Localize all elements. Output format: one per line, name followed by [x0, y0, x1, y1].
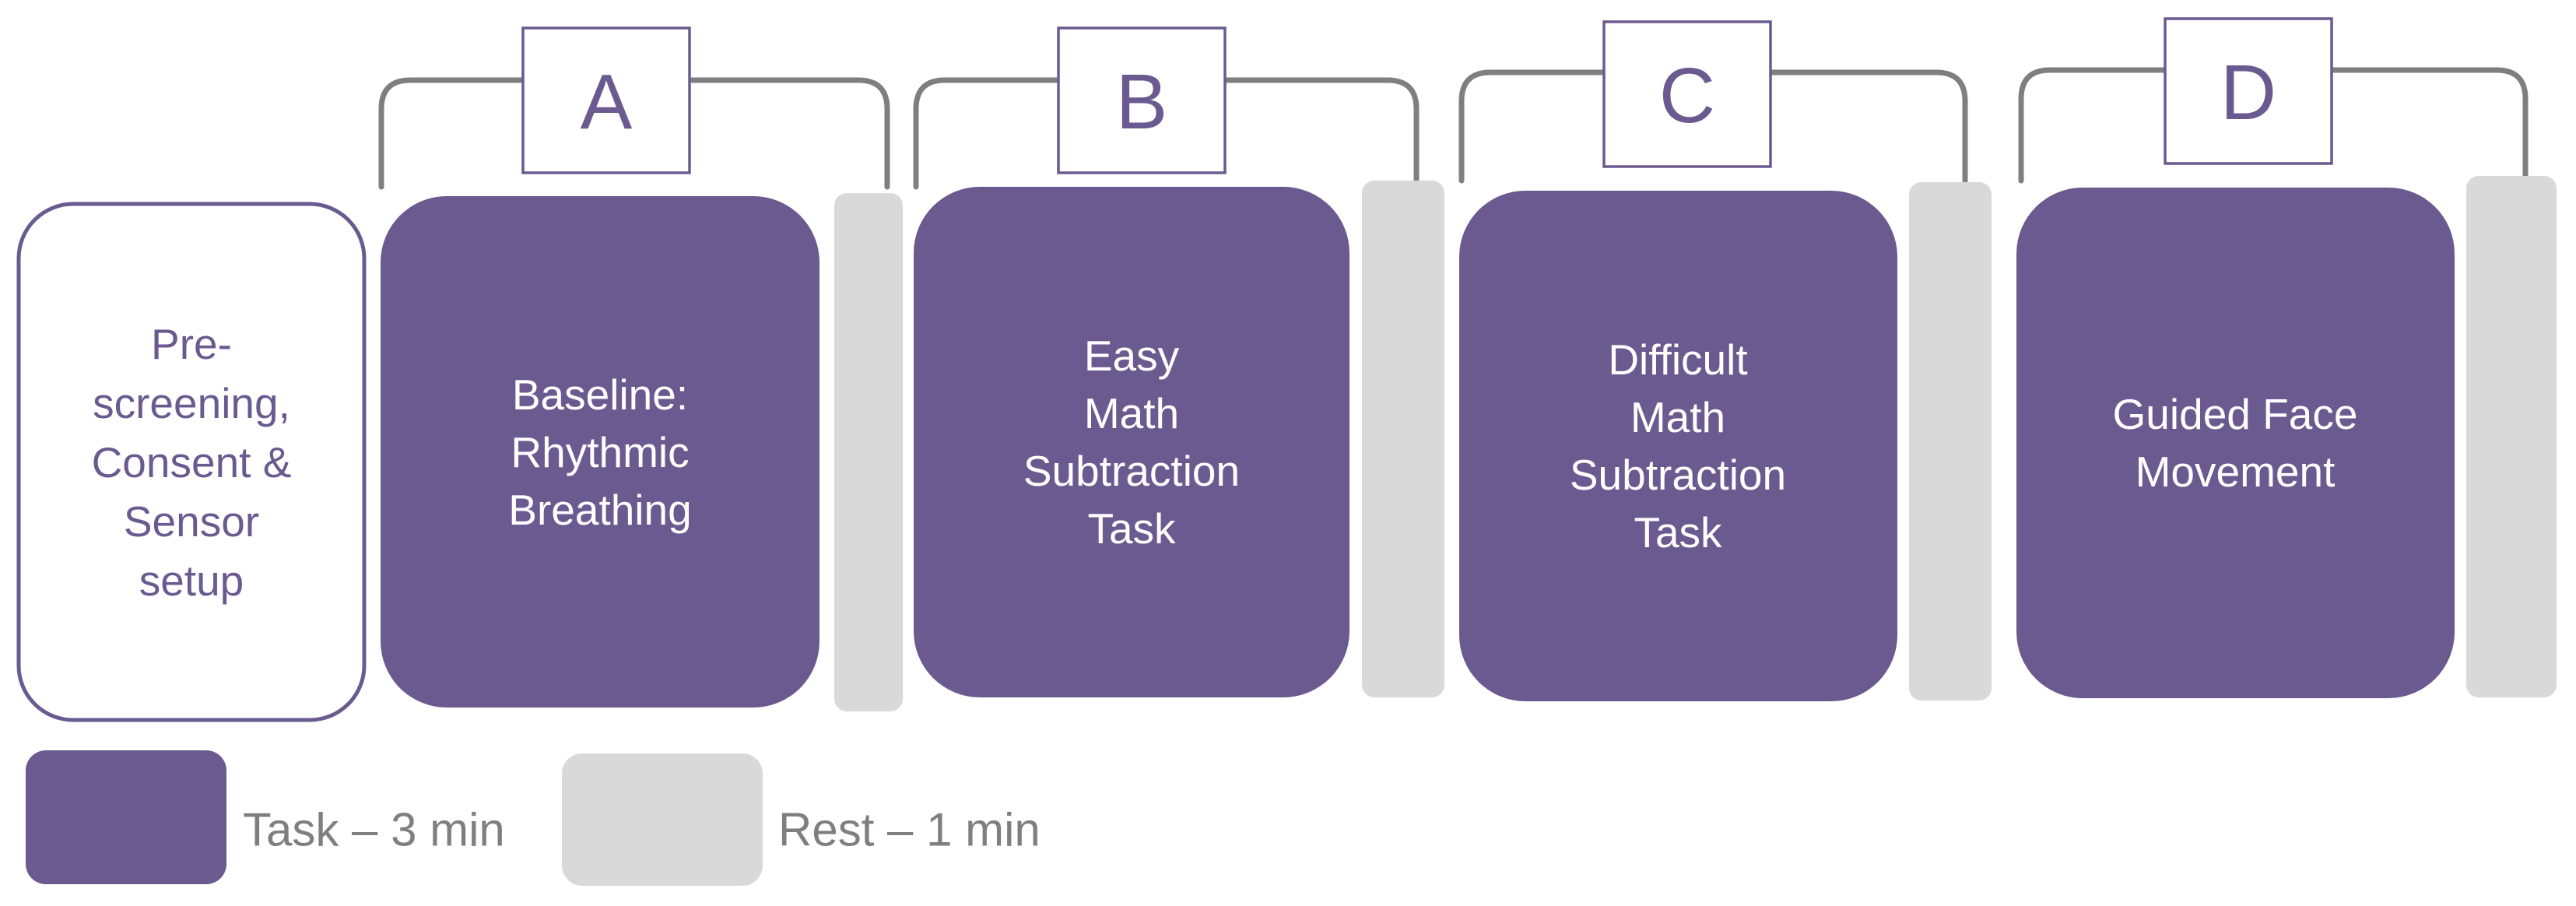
phase-d-task-line: Movement: [2136, 448, 2336, 496]
phase-c-task-line: Math: [1630, 393, 1725, 441]
phase-c-task-line: Subtraction: [1570, 451, 1786, 499]
prescreen-line: Pre-: [151, 320, 232, 368]
phase-b-task-line: Subtraction: [1023, 447, 1240, 495]
phase-b-task-line: Task: [1087, 504, 1176, 553]
phase-b-task: Easy Math Subtraction Task: [914, 187, 1349, 697]
legend-rest-swatch: [562, 753, 763, 886]
prescreen-line: screening,: [93, 379, 290, 427]
phase-c-letter: C: [1659, 52, 1715, 139]
phase-b-task-line: Math: [1084, 389, 1179, 437]
phase-a-header: A: [521, 26, 691, 174]
phase-c-task-line: Difficult: [1608, 335, 1747, 384]
phase-a-letter: A: [581, 58, 633, 146]
prescreen-line: Consent &: [92, 438, 292, 486]
phase-d-task-box: [2016, 188, 2455, 698]
phase-d-task-line: Guided Face: [2113, 390, 2358, 438]
phase-c-letter-box: [1602, 20, 1772, 168]
phase-b-header: B: [1057, 26, 1227, 174]
phase-c-rest-box: [1909, 182, 1992, 701]
legend: Task – 3 min Rest – 1 min: [26, 750, 1041, 886]
prescreen-line: setup: [139, 557, 244, 605]
phase-b-rest-box: [1362, 181, 1444, 697]
prescreen-box: [16, 202, 367, 722]
prescreen-line: Sensor: [124, 497, 259, 546]
phase-a-task-line: Baseline:: [512, 370, 688, 419]
phase-d-letter-box: [2164, 17, 2333, 165]
phase-d-header: D: [2164, 17, 2333, 165]
phase-c-task-line: Task: [1634, 508, 1722, 557]
phase-b-letter: B: [1116, 58, 1168, 146]
phase-a-rest-box: [834, 193, 903, 711]
phase-a-task-box: [381, 196, 819, 708]
phase-a-task-line: Breathing: [508, 486, 691, 534]
phase-a-task: Baseline: Rhythmic Breathing: [381, 196, 819, 708]
phase-c-task: Difficult Math Subtraction Task: [1459, 191, 1897, 701]
phase-a-task-line: Rhythmic: [511, 428, 689, 476]
legend-task-swatch: [26, 750, 226, 884]
phase-d-task: Guided Face Movement: [2016, 188, 2455, 698]
phase-c-task-box: [1459, 191, 1897, 701]
prescreen-step: Pre- screening, Consent & Sensor setup: [16, 202, 367, 722]
phase-d-letter: D: [2220, 49, 2276, 136]
phase-b-letter-box: [1057, 26, 1227, 174]
legend-task-label: Task – 3 min: [243, 804, 505, 856]
phase-d-rest-box: [2466, 176, 2557, 697]
legend-rest-label: Rest – 1 min: [778, 804, 1041, 856]
phase-c-header: C: [1602, 20, 1772, 168]
phase-b-task-line: Easy: [1084, 332, 1180, 380]
phase-a-letter-box: [521, 26, 691, 174]
phase-b-task-box: [914, 187, 1349, 697]
